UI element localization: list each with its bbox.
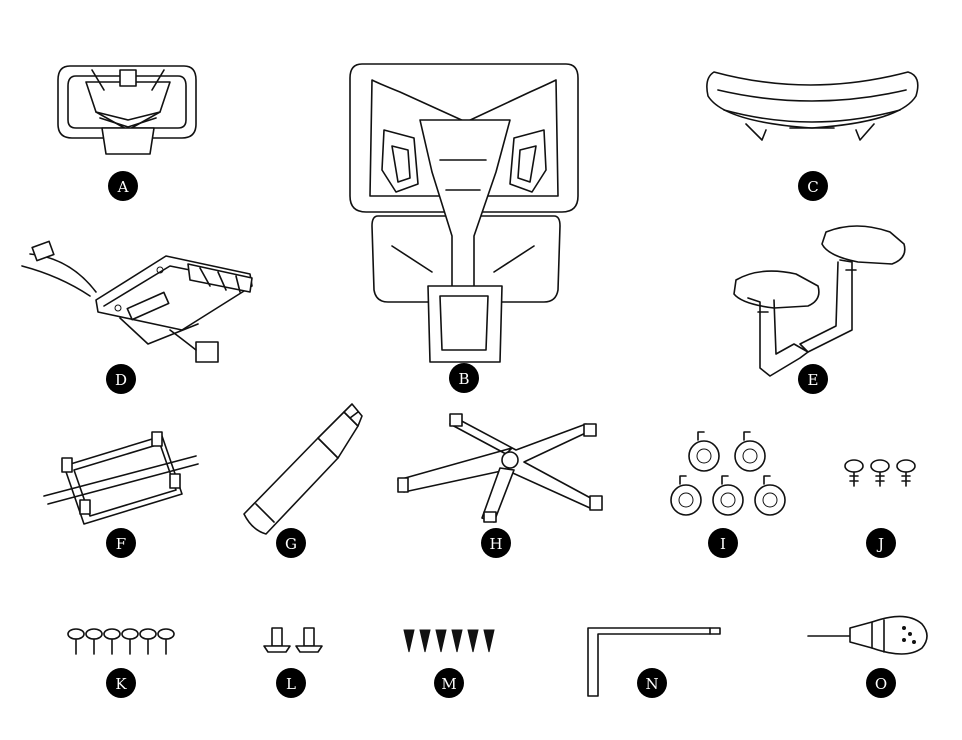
badge-circle — [866, 668, 896, 698]
badge-label: F — [116, 535, 126, 553]
seat-cushion-icon — [706, 71, 919, 141]
badge-c: C — [798, 171, 828, 201]
badge-circle — [798, 364, 828, 394]
badge-label: H — [489, 535, 502, 553]
badge-g: G — [276, 528, 306, 558]
allen-key-icon — [587, 627, 721, 697]
casters-icon — [670, 431, 786, 516]
badge-d: D — [106, 364, 136, 394]
badge-circle — [637, 668, 667, 698]
badge-circle — [708, 528, 738, 558]
flat-head-bolts-icon — [263, 627, 323, 653]
backrest-icon — [349, 63, 579, 363]
gas-cylinder-icon — [243, 403, 363, 535]
badge-label: L — [286, 675, 296, 693]
short-bolts-icon — [844, 459, 916, 487]
badge-o: O — [866, 668, 896, 698]
long-bolts-icon — [67, 628, 175, 655]
badge-label: A — [117, 178, 129, 196]
headrest-icon — [57, 65, 197, 155]
part-badges: A B C D E F G H I J K L M N O — [106, 171, 896, 698]
badge-e: E — [798, 364, 828, 394]
five-star-base-icon — [397, 413, 603, 523]
badge-circle — [434, 668, 464, 698]
badge-label: N — [645, 675, 658, 693]
badge-h: H — [481, 528, 511, 558]
armrests-icon — [733, 225, 906, 377]
badge-circle — [798, 171, 828, 201]
mounting-bracket-icon — [43, 431, 199, 525]
badge-circle — [481, 528, 511, 558]
badge-label: E — [808, 371, 819, 389]
badge-label: B — [458, 370, 469, 388]
badge-label: C — [807, 178, 818, 196]
badge-label: G — [285, 535, 297, 553]
badge-l: L — [276, 668, 306, 698]
wood-screws-icon — [403, 629, 495, 653]
badge-f: F — [106, 528, 136, 558]
badge-circle — [106, 668, 136, 698]
badge-label: J — [876, 535, 884, 553]
badge-label: K — [115, 675, 127, 693]
badge-label: I — [720, 535, 726, 553]
badge-a: A — [108, 171, 138, 201]
badge-n: N — [637, 668, 667, 698]
badge-label: O — [875, 675, 887, 693]
badge-b: B — [449, 363, 479, 393]
badge-circle — [276, 528, 306, 558]
badge-j: J — [866, 528, 896, 558]
badge-circle — [106, 528, 136, 558]
screwdriver-icon — [807, 615, 928, 655]
badge-label: M — [441, 675, 456, 693]
badge-circle — [866, 528, 896, 558]
seat-mechanism-icon — [21, 240, 253, 363]
badge-i: I — [708, 528, 738, 558]
badge-circle — [276, 668, 306, 698]
badge-circle — [108, 171, 138, 201]
badge-m: M — [434, 668, 464, 698]
badge-label: D — [115, 371, 127, 389]
badge-circle — [106, 364, 136, 394]
badge-circle — [449, 363, 479, 393]
badge-k: K — [106, 668, 136, 698]
